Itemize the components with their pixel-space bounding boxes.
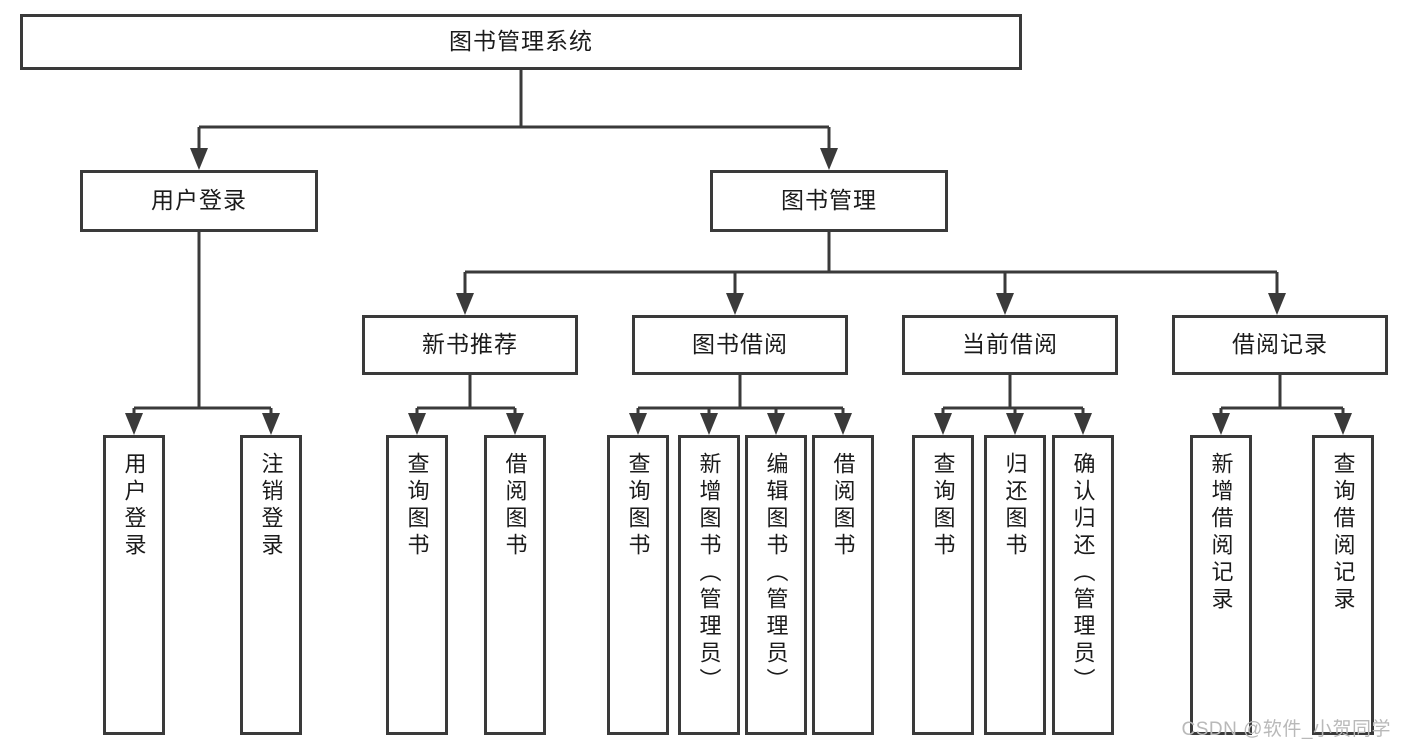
leaf-query-book-recommend[interactable]: 查询图书 [386,435,448,735]
node-borrow-record-label: 借阅记录 [1232,331,1328,358]
watermark: CSDN @软件_小贺同学 [1181,719,1391,740]
leaf-query-borrow-record-label: 查询借阅记录 [1330,452,1356,614]
leaf-edit-book-admin-label: 编辑图书（管理员） [763,452,789,695]
leaf-borrow-book[interactable]: 借阅图书 [812,435,874,735]
leaf-borrow-book-recommend-label: 借阅图书 [502,452,528,560]
leaf-user-login[interactable]: 用户登录 [103,435,165,735]
node-root[interactable]: 图书管理系统 [20,14,1022,70]
leaf-add-borrow-record-label: 新增借阅记录 [1208,452,1234,614]
leaf-confirm-return-admin[interactable]: 确认归还（管理员） [1052,435,1114,735]
leaf-borrow-book-recommend[interactable]: 借阅图书 [484,435,546,735]
node-user-login[interactable]: 用户登录 [80,170,318,232]
leaf-query-book[interactable]: 查询图书 [607,435,669,735]
leaf-user-logout-label: 注销登录 [258,452,284,560]
node-user-login-label: 用户登录 [151,187,247,214]
node-book-management-label: 图书管理 [781,187,877,214]
leaf-user-logout[interactable]: 注销登录 [240,435,302,735]
leaf-query-book-current[interactable]: 查询图书 [912,435,974,735]
leaf-edit-book-admin[interactable]: 编辑图书（管理员） [745,435,807,735]
node-current-borrow[interactable]: 当前借阅 [902,315,1118,375]
leaf-borrow-book-label: 借阅图书 [830,452,856,560]
leaf-query-borrow-record[interactable]: 查询借阅记录 [1312,435,1374,735]
leaf-add-book-admin-label: 新增图书（管理员） [696,452,722,695]
leaf-confirm-return-admin-label: 确认归还（管理员） [1070,452,1096,695]
leaf-query-book-current-label: 查询图书 [930,452,956,560]
node-new-book-recommend[interactable]: 新书推荐 [362,315,578,375]
leaf-return-book-label: 归还图书 [1002,452,1028,560]
leaf-return-book[interactable]: 归还图书 [984,435,1046,735]
leaf-query-book-label: 查询图书 [625,452,651,560]
node-root-label: 图书管理系统 [449,28,593,55]
leaf-query-book-recommend-label: 查询图书 [404,452,430,560]
node-borrow-record[interactable]: 借阅记录 [1172,315,1388,375]
node-new-book-recommend-label: 新书推荐 [422,331,518,358]
node-current-borrow-label: 当前借阅 [962,331,1058,358]
node-book-borrow-label: 图书借阅 [692,331,788,358]
node-book-management[interactable]: 图书管理 [710,170,948,232]
leaf-add-book-admin[interactable]: 新增图书（管理员） [678,435,740,735]
node-book-borrow[interactable]: 图书借阅 [632,315,848,375]
leaf-user-login-label: 用户登录 [121,452,147,560]
leaf-add-borrow-record[interactable]: 新增借阅记录 [1190,435,1252,735]
